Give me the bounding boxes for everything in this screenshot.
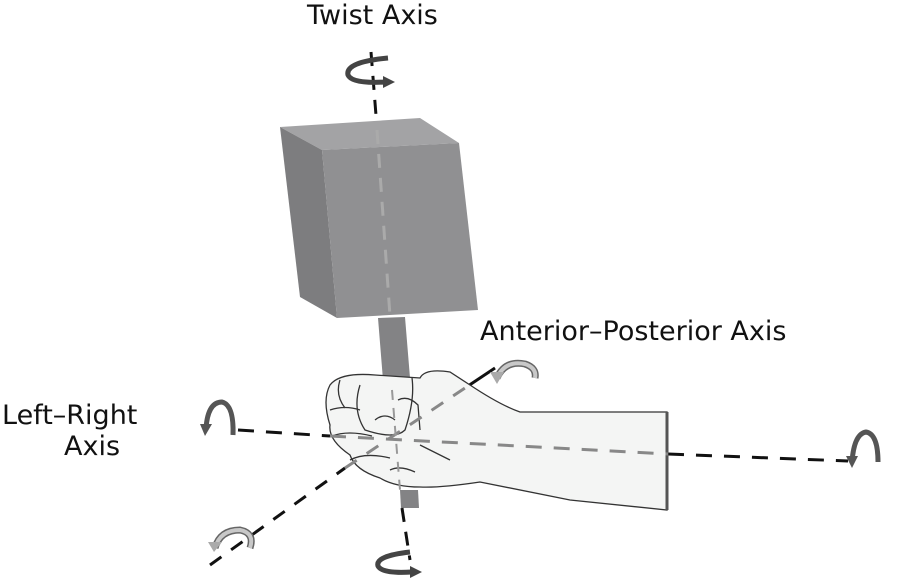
- twist-rotation-arrow-bottom-icon: [375, 549, 422, 578]
- left-right-rotation-arrow-right-icon: [846, 429, 881, 468]
- left-right-axis-label-line1: Left–Right: [2, 400, 138, 431]
- handle-bottom: [400, 490, 419, 508]
- box-object: [280, 118, 478, 318]
- ap-rotation-arrow-bottom-icon: [208, 526, 255, 552]
- left-right-rotation-arrow-left-icon: [200, 399, 236, 436]
- left-right-axis-left: [237, 428, 331, 438]
- twist-rotation-arrow-top-icon: [345, 55, 395, 88]
- left-right-axis-label-line2: Axis: [64, 431, 121, 462]
- hand-fist: [325, 370, 668, 511]
- ap-axis-bottom: [209, 466, 346, 567]
- twist-axis-bottom: [400, 507, 412, 561]
- left-right-axis-hidden: [329, 434, 669, 456]
- twist-axis-top: [369, 51, 379, 129]
- twist-axis-label: Twist Axis: [307, 0, 438, 31]
- ap-rotation-arrow-top-icon: [490, 359, 539, 384]
- anterior-posterior-axis-label: Anterior–Posterior Axis: [480, 316, 787, 347]
- twist-axis-hidden: [375, 129, 392, 317]
- left-right-axis-right: [667, 452, 849, 463]
- handle: [378, 317, 410, 380]
